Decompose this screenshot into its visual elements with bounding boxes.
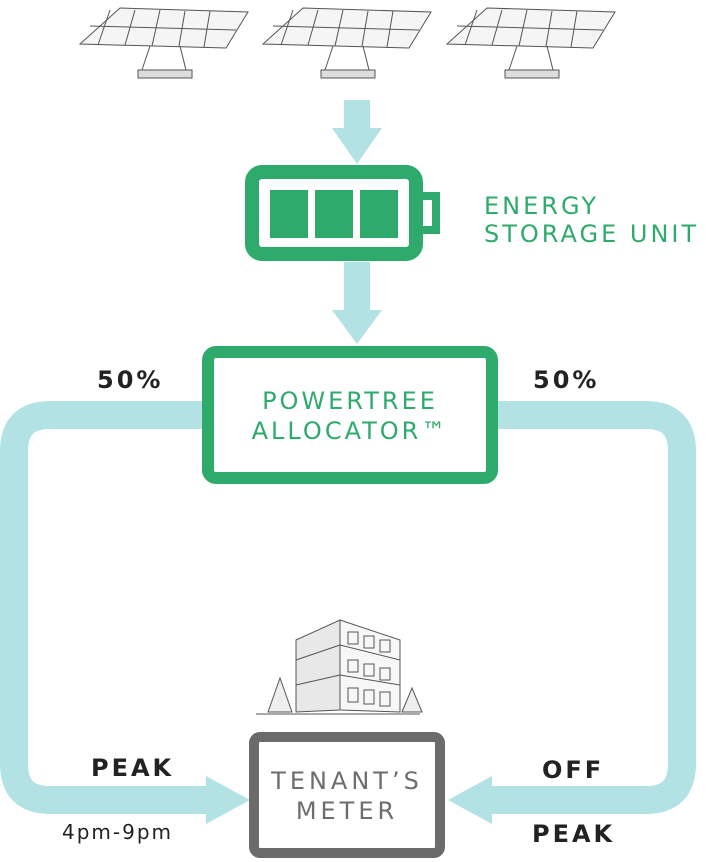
solar-panel-icon [261,7,432,79]
right-split-percent: 50% [533,366,600,394]
tenant-meter-box [249,732,445,858]
battery-cell [360,190,398,238]
storage-to-allocator-arrow [332,262,382,344]
off-peak-label-line1: OFF [542,756,605,784]
allocator-label-line2: ALLOCATOR™ [251,417,449,445]
storage-label-line1: ENERGY [484,192,600,220]
peak-flow-path [0,401,208,814]
left-split-percent: 50% [97,366,164,394]
off-peak-flow-arrowhead [448,776,492,824]
off-peak-flow-path [490,401,696,814]
allocator-label-line1: POWERTREE [262,387,438,415]
peak-time: 4pm-9pm [62,820,174,844]
building-icon [256,619,423,715]
allocator-box [202,346,498,484]
storage-label-line2: STORAGE UNIT [484,220,700,248]
battery-icon [245,165,440,261]
meter-label-line2: METER [295,797,399,825]
peak-label: PEAK [91,754,175,782]
meter-label-line1: TENANT’S [271,767,423,795]
battery-cell [270,190,308,238]
battery-cell [315,190,353,238]
peak-flow-arrowhead [206,776,250,824]
solar-panel-icon [445,7,616,79]
solar-to-storage-arrow [332,100,382,164]
off-peak-label-line2: PEAK [532,820,616,848]
solar-panel-icon [78,7,249,79]
